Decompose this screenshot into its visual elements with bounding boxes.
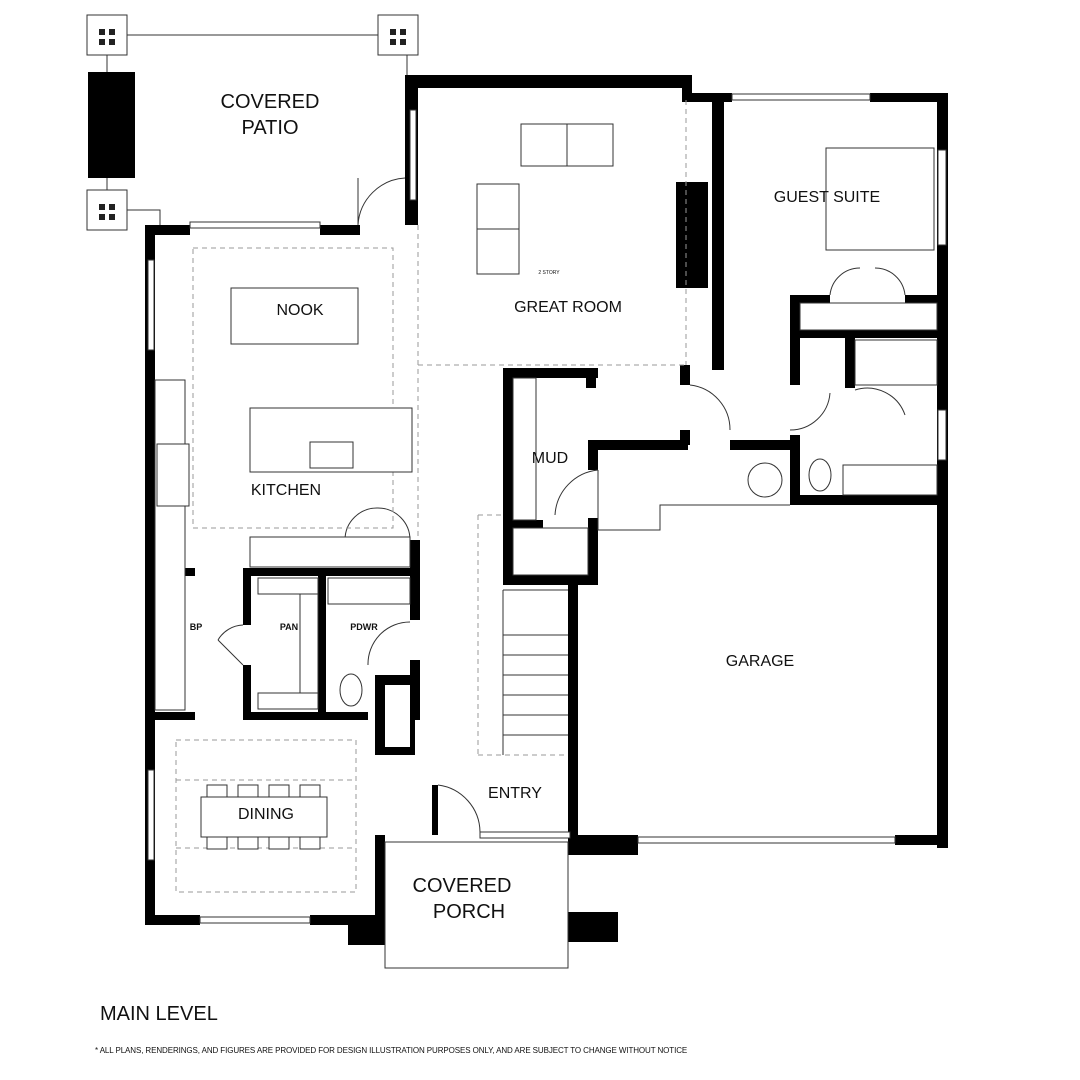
label-two-story: 2 STORY [538, 270, 560, 276]
label-nook: NOOK [276, 302, 323, 319]
label-pan: PAN [280, 622, 298, 632]
disclaimer: * ALL PLANS, RENDERINGS, AND FIGURES ARE… [95, 1046, 688, 1055]
patio-fireplace [88, 72, 135, 178]
label-covered-patio-1: COVERED [221, 91, 320, 113]
label-pdwr: PDWR [350, 622, 378, 632]
label-covered-porch-1: COVERED [413, 875, 512, 897]
label-kitchen: KITCHEN [251, 482, 321, 499]
label-covered-porch-2: PORCH [433, 901, 505, 923]
label-great-room: GREAT ROOM [514, 299, 622, 316]
walls [145, 75, 948, 945]
label-mud: MUD [532, 450, 568, 467]
label-garage: GARAGE [726, 653, 794, 670]
covered-patio [86, 14, 419, 231]
label-dining: DINING [238, 806, 294, 823]
label-guest-suite: GUEST SUITE [774, 189, 880, 206]
label-entry: ENTRY [488, 785, 542, 802]
covered-porch [384, 841, 569, 969]
label-bp: BP [190, 622, 203, 632]
label-covered-patio-2: PATIO [241, 117, 298, 139]
plan-title: MAIN LEVEL [100, 1003, 218, 1025]
